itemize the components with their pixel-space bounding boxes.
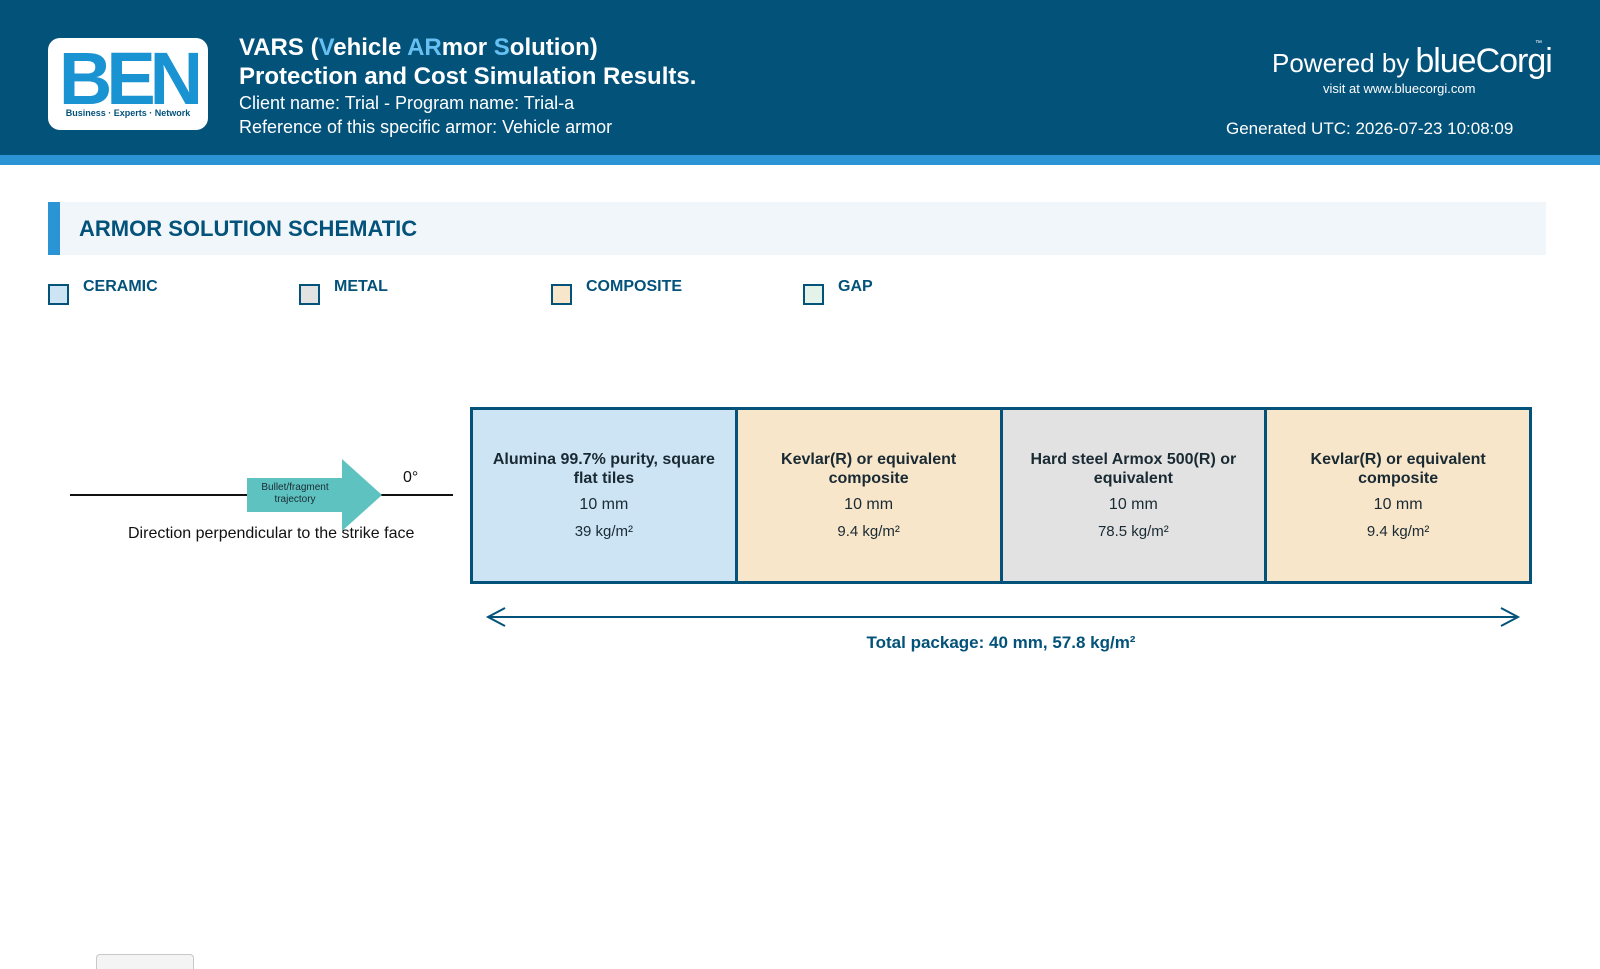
layer-ceramic: Alumina 99.7% purity, square flat tiles … [473, 410, 738, 581]
header-stripe [0, 155, 1600, 165]
ben-logo-tagline: Business · Experts · Network [65, 108, 191, 118]
layer-thickness: 10 mm [1373, 496, 1423, 513]
layer-areal-density: 39 kg/m² [574, 523, 634, 540]
total-package: Total package: 40 mm, 57.8 kg/m² [866, 633, 1136, 652]
title-highlight: AR [407, 34, 442, 61]
layer-areal-density: 9.4 kg/m² [1366, 523, 1430, 540]
layer-metal: Hard steel Armox 500(R) or equivalent 10… [1002, 410, 1268, 581]
direction-caption: Direction perpendicular to the strike fa… [128, 525, 415, 542]
title-highlight: S [493, 34, 510, 61]
section-header: ARMOR SOLUTION SCHEMATIC [48, 202, 1546, 255]
ben-logo-text: BEN [59, 44, 198, 108]
armor-layers: Alumina 99.7% purity, square flat tiles … [470, 407, 1532, 584]
layer-composite: Kevlar(R) or equivalent composite 10 mm … [737, 410, 1003, 581]
layer-areal-density: 78.5 kg/m² [1097, 523, 1169, 540]
powered-by-label: Powered by [1272, 48, 1410, 78]
legend-swatch [803, 284, 824, 305]
layer-name: Kevlar(R) or equivalent composite [1310, 451, 1486, 487]
impact-angle: 0° [403, 469, 419, 486]
layer-name: Kevlar(R) or equivalent composite [781, 451, 957, 487]
layer-areal-density: 9.4 kg/m² [837, 523, 900, 540]
layer-thickness: 10 mm [579, 496, 629, 513]
generated-timestamp: Generated UTC: 2026-07-23 10:08:09 [1226, 119, 1514, 138]
section-title: ARMOR SOLUTION SCHEMATIC [79, 216, 418, 241]
legend-label: CERAMIC [83, 278, 158, 295]
layer-thickness: 10 mm [1108, 496, 1158, 513]
legend-label: COMPOSITE [586, 278, 683, 295]
armor-reference: Reference of this specific armor: Vehicl… [239, 117, 613, 137]
legend-swatch [48, 284, 69, 305]
total-dimension-arrow-icon [485, 607, 1521, 627]
legend-label: METAL [334, 278, 388, 295]
title-highlight: V [318, 34, 334, 61]
title-part: ehicle [333, 34, 408, 61]
legend-label: GAP [838, 278, 873, 295]
legend-swatch [551, 284, 572, 305]
legend-swatch [299, 284, 320, 305]
visit-link[interactable]: visit at www.bluecorgi.com [1323, 81, 1476, 96]
title-part: olution) [509, 34, 598, 61]
layer-thickness: 10 mm [844, 496, 894, 513]
section-accent-bar [48, 202, 60, 255]
trajectory-arrow-label: Bullet/fragment trajectory [261, 482, 329, 505]
title-part: mor [441, 34, 494, 61]
trajectory-arrow-icon [247, 459, 382, 531]
layer-name: Hard steel Armox 500(R) or equivalent [1030, 451, 1237, 487]
bottom-tab-button[interactable] [96, 954, 194, 969]
layer-composite: Kevlar(R) or equivalent composite 10 mm … [1267, 410, 1529, 581]
trajectory-diagram [70, 459, 453, 531]
bluecorgi-brand: blueCorgi [1415, 42, 1553, 80]
title-part: VARS ( [239, 34, 319, 61]
layer-name: Alumina 99.7% purity, square flat tiles [492, 451, 715, 487]
client-info: Client name: Trial - Program name: Trial… [239, 93, 575, 113]
report-header: BEN Business · Experts · Network VARS (V… [0, 0, 1600, 155]
report-title-line1: VARS (Vehicle ARmor Solution) [239, 34, 598, 62]
ben-logo: BEN Business · Experts · Network [48, 38, 208, 130]
ben-logo-letters-icon: BEN [59, 44, 198, 108]
trademark-mark: ™ [1535, 40, 1542, 47]
report-title-line2: Protection and Cost Simulation Results. [239, 63, 697, 90]
